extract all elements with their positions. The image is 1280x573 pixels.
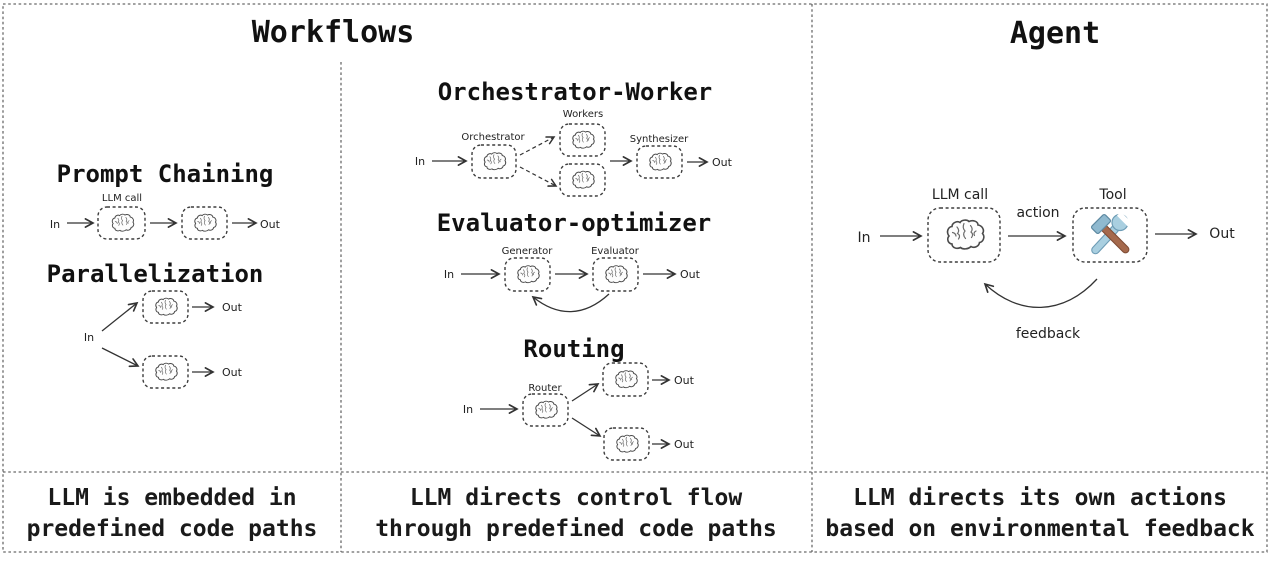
brain-icon xyxy=(535,400,558,419)
brain-icon xyxy=(194,213,217,232)
llm-call-label: LLM call xyxy=(102,193,142,204)
prompt-chaining-title: Prompt Chaining xyxy=(57,160,274,188)
evaluator-optimizer-title: Evaluator-optimizer xyxy=(437,209,712,237)
brain-icon xyxy=(155,297,178,316)
orchestrator-label: Orchestrator xyxy=(461,132,525,143)
in-label: In xyxy=(857,230,870,246)
out-label: Out xyxy=(222,366,243,379)
out-label: Out xyxy=(712,156,733,169)
generator-label: Generator xyxy=(502,246,554,257)
hammer-wrench-icon xyxy=(1090,211,1132,255)
routing-title: Routing xyxy=(523,335,624,363)
out-label: Out xyxy=(260,218,281,231)
feedback-loop-arrow xyxy=(531,293,610,313)
brain-icon xyxy=(649,152,672,171)
router-label: Router xyxy=(528,383,562,394)
in-label: In xyxy=(415,155,425,168)
evaluator-label: Evaluator xyxy=(591,246,640,257)
brain-icon xyxy=(615,370,638,389)
in-label: In xyxy=(50,218,60,231)
caption-line: LLM is embedded in xyxy=(47,485,296,511)
brain-icon xyxy=(111,213,135,232)
workers-label: Workers xyxy=(563,109,603,120)
agent-diagram: LLM call Tool In action Out feedback xyxy=(857,187,1235,342)
caption-line: LLM directs control flow xyxy=(410,485,742,511)
arrow xyxy=(101,301,139,332)
brain-icon xyxy=(946,219,985,250)
dashed-arrow xyxy=(519,136,556,156)
parallelization-diagram: Parallelization In Out Out xyxy=(47,260,264,389)
in-label: In xyxy=(84,331,94,344)
out-label: Out xyxy=(674,374,695,387)
dashed-arrow xyxy=(519,166,558,187)
brain-icon xyxy=(616,434,639,453)
brain-icon xyxy=(572,170,595,189)
agent-title: Agent xyxy=(1010,16,1100,51)
caption-line: through predefined code paths xyxy=(375,516,777,542)
caption-line: based on environmental feedback xyxy=(825,516,1254,542)
tool-label: Tool xyxy=(1098,187,1126,203)
routing-diagram: Routing Router In Out Out xyxy=(463,335,695,461)
in-label: In xyxy=(444,268,454,281)
orchestrator-worker-title: Orchestrator-Worker xyxy=(438,78,713,106)
out-label: Out xyxy=(680,268,701,281)
caption-line: LLM directs its own actions xyxy=(853,485,1227,511)
out-label: Out xyxy=(674,438,695,451)
caption-line: predefined code paths xyxy=(27,516,318,542)
out-label: Out xyxy=(1209,226,1235,242)
brain-icon xyxy=(572,130,595,149)
outer-border xyxy=(2,3,1268,553)
caption-workflows-middle: LLM directs control flow through predefi… xyxy=(375,485,777,542)
brain-icon xyxy=(155,362,178,381)
parallelization-title: Parallelization xyxy=(47,260,264,288)
brain-icon xyxy=(605,265,628,284)
action-label: action xyxy=(1016,205,1059,221)
arrow xyxy=(571,417,602,437)
llm-call-label: LLM call xyxy=(932,187,988,203)
orchestrator-worker-diagram: Orchestrator-Worker Workers Orchestrator… xyxy=(415,78,733,197)
caption-workflows-left: LLM is embedded in predefined code paths xyxy=(27,485,318,542)
brain-icon xyxy=(483,152,507,171)
prompt-chaining-diagram: Prompt Chaining LLM call In Out xyxy=(50,160,281,240)
synthesizer-label: Synthesizer xyxy=(630,134,689,145)
feedback-label: feedback xyxy=(1016,326,1081,342)
arrow xyxy=(101,347,140,368)
feedback-loop-arrow xyxy=(983,278,1098,309)
brain-icon xyxy=(517,265,540,284)
evaluator-optimizer-diagram: Evaluator-optimizer Generator Evaluator … xyxy=(437,209,712,313)
workflows-title: Workflows xyxy=(252,15,415,50)
out-label: Out xyxy=(222,301,243,314)
caption-agent: LLM directs its own actions based on env… xyxy=(825,485,1254,542)
in-label: In xyxy=(463,403,473,416)
arrow xyxy=(571,383,600,402)
